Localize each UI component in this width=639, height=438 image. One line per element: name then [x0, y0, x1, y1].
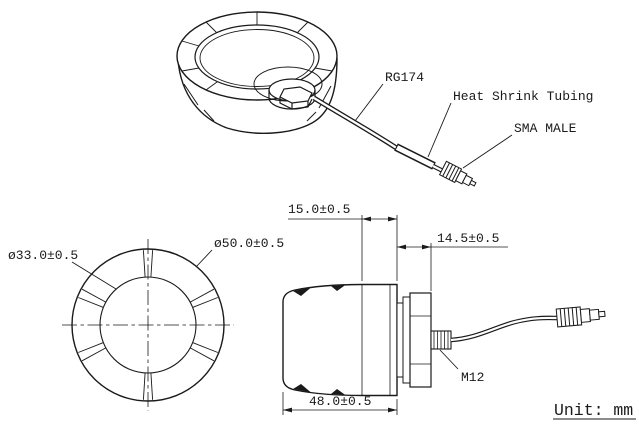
- gasket: [396, 302, 404, 378]
- callout-leader-lines: [354, 83, 513, 169]
- dim-label-145: 14.5±0.5: [437, 231, 499, 246]
- rg174-leader: [354, 83, 384, 122]
- side-profile: [282, 283, 398, 397]
- washer: [402, 296, 411, 384]
- m12-leader: [439, 349, 459, 370]
- sma-male-label: SMA MALE: [514, 121, 577, 136]
- sma-connector-side: [555, 306, 606, 328]
- heat-shrink-leader: [427, 102, 452, 158]
- side-flute-wedges: [293, 285, 345, 395]
- sma-male-leader: [462, 134, 513, 169]
- diameter-leader-lines: [71, 249, 213, 290]
- sma-connector-iso: [438, 160, 477, 187]
- dome-rim-inner: [194, 24, 320, 90]
- dim-label-48: 48.0±0.5: [309, 394, 371, 409]
- hex-nut-extrusion: [279, 97, 313, 110]
- dim-label-dia33: ø33.0±0.5: [8, 248, 78, 263]
- m12-label: M12: [461, 370, 484, 385]
- hex-nut-side: [409, 292, 432, 388]
- labels: RG174 Heat Shrink Tubing SMA MALE 15.0±0…: [8, 70, 633, 420]
- heat-shrink-label: Heat Shrink Tubing: [453, 89, 593, 104]
- rib-marks: [78, 250, 218, 400]
- thread-marks: [433, 331, 449, 349]
- dome-rim-inner2: [199, 29, 315, 87]
- dia33-leader: [71, 261, 117, 290]
- rg174-label: RG174: [385, 70, 424, 85]
- top-view: [62, 239, 234, 411]
- dimension-lines: [282, 215, 508, 415]
- dia50-leader: [195, 249, 213, 268]
- units-label: Unit: mm: [554, 401, 633, 420]
- side-view: [282, 283, 606, 397]
- iso-view-antenna: [176, 11, 513, 187]
- center-lines: [62, 239, 234, 411]
- dim-label-dia50: ø50.0±0.5: [214, 236, 284, 251]
- dim-label-15: 15.0±0.5: [288, 202, 350, 217]
